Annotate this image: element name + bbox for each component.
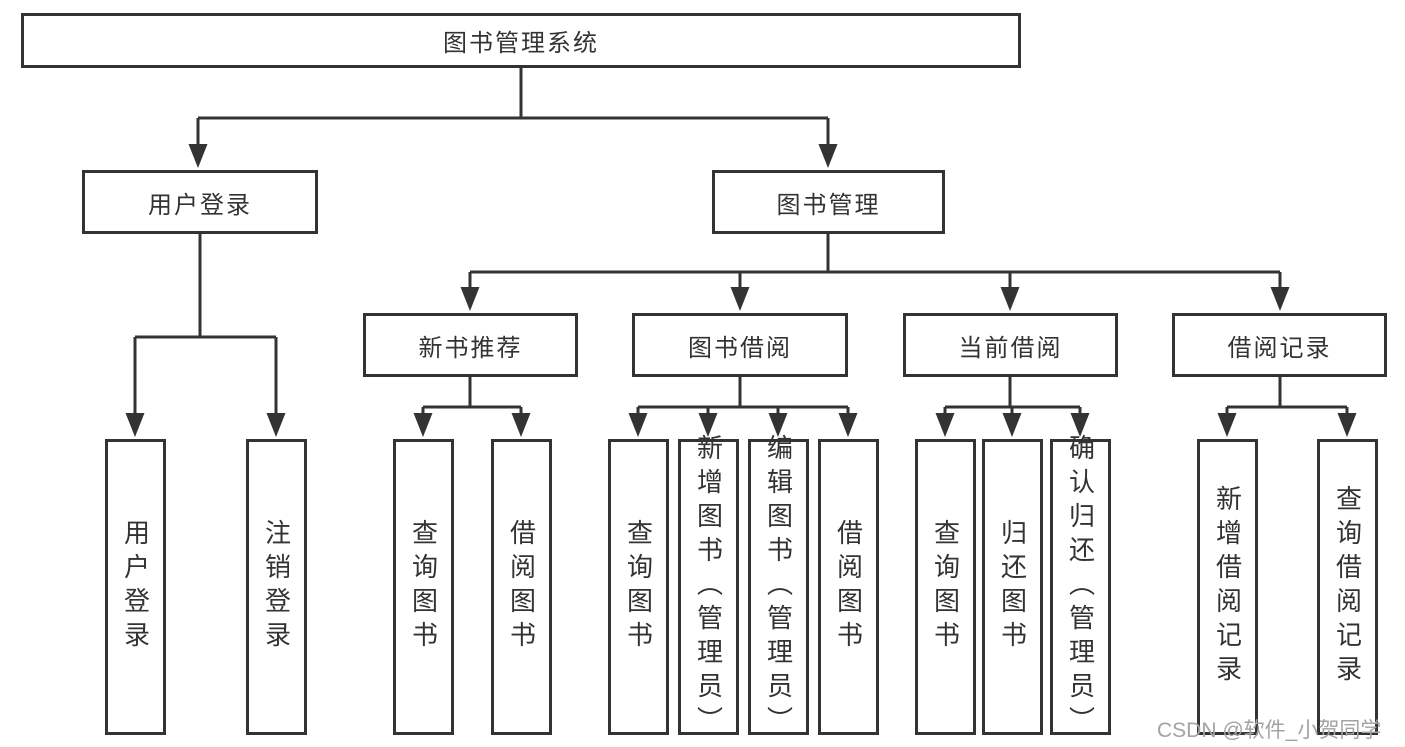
node-label: 当前借阅 (958, 334, 1063, 362)
csdn-watermark: CSDN @软件_小贺同学 (1157, 719, 1382, 742)
arrow-down-icon (188, 144, 208, 168)
arrow-down-icon (698, 413, 718, 437)
leaf-borrow-books: 借阅图书 (818, 439, 879, 735)
connector-new-book-children (421, 377, 523, 420)
node-label: 新增图书（管理员） (693, 434, 724, 740)
connector-borrow-record-children (1225, 377, 1349, 420)
leaf-borrow-books: 借阅图书 (491, 439, 552, 735)
node-borrow-records: 借阅记录 (1172, 313, 1387, 377)
leaf-query-books: 查询图书 (915, 439, 976, 735)
connector-user-login-children (133, 233, 278, 420)
arrow-down-icon (125, 413, 145, 437)
node-label: 查询图书 (408, 519, 439, 655)
connector-book-management-children (468, 233, 1282, 294)
arrow-down-icon (730, 287, 750, 311)
connector-book-borrow-children (636, 377, 850, 420)
node-label: 用户登录 (148, 191, 252, 219)
node-system-root: 图书管理系统 (21, 13, 1021, 68)
node-label: 归还图书 (997, 519, 1028, 655)
arrow-down-icon (266, 413, 286, 437)
arrow-down-icon (1002, 413, 1022, 437)
arrow-down-icon (838, 413, 858, 437)
node-label: 图书管理 (776, 191, 881, 219)
arrow-down-icon (1270, 287, 1290, 311)
node-book-management: 图书管理 (712, 170, 945, 234)
leaf-user-login: 用户登录 (105, 439, 166, 735)
node-label: 借阅记录 (1227, 334, 1332, 362)
arrow-down-icon (1000, 287, 1020, 311)
arrow-down-icon (628, 413, 648, 437)
leaf-add-borrow-record: 新增借阅记录 (1197, 439, 1258, 735)
arrowheads (125, 144, 1357, 437)
leaf-add-books-admin: 新增图书（管理员） (678, 434, 739, 740)
arrow-down-icon (460, 287, 480, 311)
arrow-down-icon (1337, 413, 1357, 437)
node-label: 确认归还（管理员） (1065, 434, 1096, 740)
arrow-down-icon (413, 413, 433, 437)
leaf-query-books: 查询图书 (393, 439, 454, 735)
node-label: 新书推荐 (418, 334, 523, 362)
node-label: 查询图书 (930, 519, 961, 655)
node-label: 图书管理系统 (443, 30, 599, 57)
node-user-login: 用户登录 (82, 170, 318, 234)
leaf-query-borrow-record: 查询借阅记录 (1317, 439, 1378, 735)
node-label: 查询借阅记录 (1332, 485, 1363, 689)
node-new-book-recommend: 新书推荐 (363, 313, 578, 377)
node-label: 编辑图书（管理员） (763, 434, 794, 740)
node-label: 注销登录 (261, 519, 292, 655)
arrow-down-icon (1217, 413, 1237, 437)
leaf-return-books: 归还图书 (982, 439, 1043, 735)
leaf-edit-books-admin: 编辑图书（管理员） (748, 434, 809, 740)
node-book-borrow: 图书借阅 (632, 313, 848, 377)
node-label: 图书借阅 (688, 334, 792, 362)
connector-root-to-level2 (196, 68, 830, 152)
leaf-logout: 注销登录 (246, 439, 307, 735)
arrow-down-icon (1070, 413, 1090, 437)
node-label: 借阅图书 (833, 519, 864, 655)
node-label: 新增借阅记录 (1212, 485, 1243, 689)
arrow-down-icon (818, 144, 838, 168)
arrow-down-icon (768, 413, 788, 437)
node-label: 查询图书 (623, 519, 654, 655)
arrow-down-icon (511, 413, 531, 437)
leaf-confirm-return-admin: 确认归还（管理员） (1050, 434, 1111, 740)
node-current-borrow: 当前借阅 (903, 313, 1118, 377)
node-label: 借阅图书 (506, 519, 537, 655)
node-label: 用户登录 (120, 519, 151, 655)
leaf-query-books: 查询图书 (608, 439, 669, 735)
arrow-down-icon (935, 413, 955, 437)
